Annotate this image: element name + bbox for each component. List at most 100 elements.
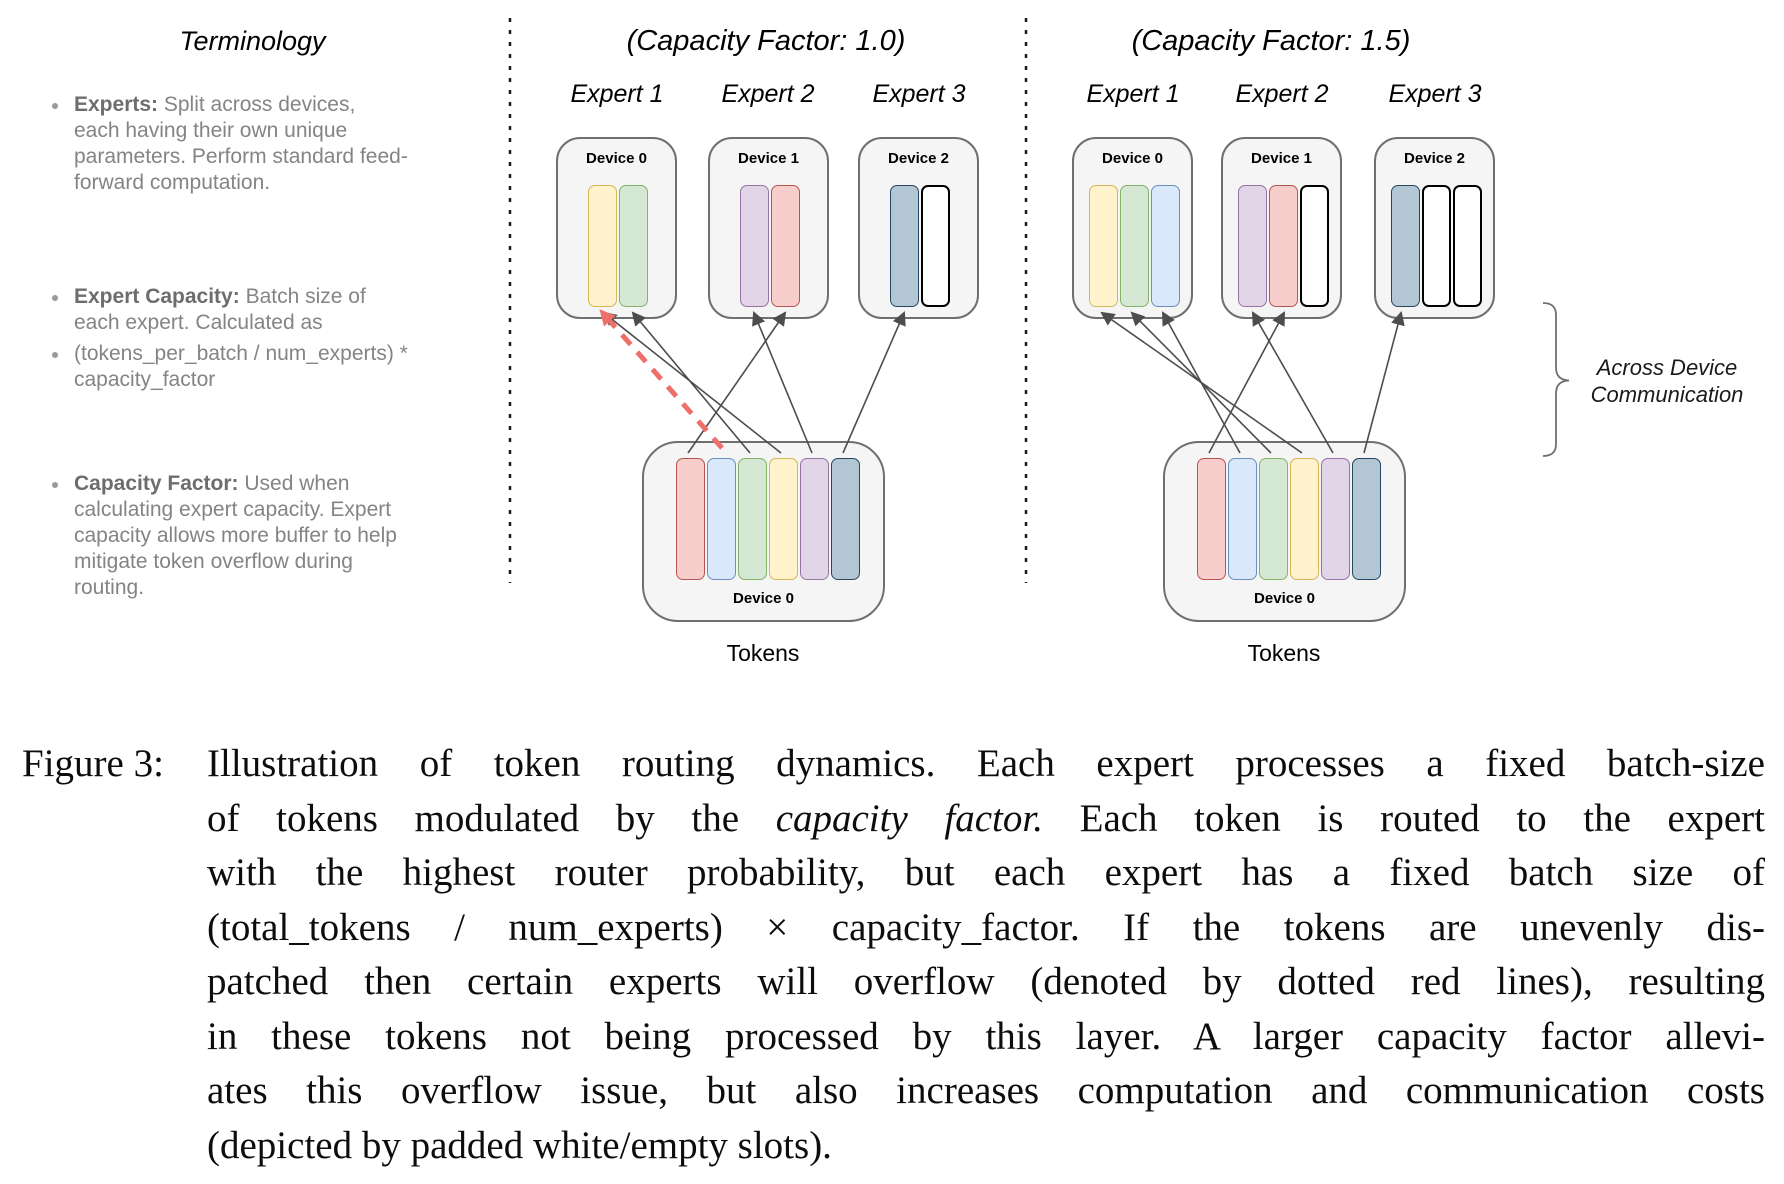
cf10-expert1-label: Expert 1	[570, 80, 664, 108]
cf10-expert3-device-box: Device 2	[858, 137, 979, 319]
bullet-text: forward computation.	[74, 171, 271, 194]
device-label: Device 0	[586, 150, 647, 167]
terminology-bullet-formula: (tokens_per_batch / num_experts) * capac…	[52, 341, 452, 393]
bullet-text: (tokens_per_batch / num_experts) *	[74, 342, 408, 365]
token-red	[676, 458, 705, 580]
annotation-line: Communication	[1590, 382, 1744, 407]
caption-italic: capacity factor.	[775, 796, 1043, 840]
device-label: Device 0	[733, 590, 794, 607]
device-label: Device 2	[1404, 150, 1465, 167]
device-label: Device 2	[888, 150, 949, 167]
bullet-dot	[52, 295, 58, 301]
slot-red	[771, 185, 800, 307]
caption-line: (depicted by padded white/empty slots).	[207, 1123, 832, 1167]
token-slate	[1352, 458, 1381, 580]
cf15-route-purple-token-to-expert2	[1251, 311, 1334, 454]
cf10-expert2-device-box: Device 1	[708, 137, 829, 319]
bullet-label: Experts:	[74, 93, 159, 116]
caption-line: in these tokens not being processed by t…	[207, 1014, 1765, 1058]
cf10-route-purple-token-to-expert2	[752, 311, 813, 454]
cf15-expert1-label: Expert 1	[1086, 80, 1180, 108]
token-blue	[1228, 458, 1257, 580]
device-label: Device 0	[1102, 150, 1163, 167]
slot-blue	[1151, 185, 1180, 307]
cf15-token-box: Device 0	[1163, 441, 1406, 622]
bullet-text: parameters. Perform standard feed-	[74, 145, 408, 168]
terminology-bullet-capacity-factor: Capacity Factor: Used when calculating e…	[52, 471, 452, 601]
bullet-dot	[52, 352, 58, 358]
token-green	[1259, 458, 1288, 580]
token-yellow	[769, 458, 798, 580]
slot-green	[619, 185, 648, 307]
bullet-text: Batch size of	[239, 285, 366, 308]
token-purple	[800, 458, 829, 580]
bullet-text: capacity_factor	[74, 368, 216, 391]
cf15-expert1-device-box: Device 0	[1072, 137, 1193, 319]
bullet-text: capacity allows more buffer to help	[74, 524, 397, 547]
cf10-expert3-label: Expert 3	[872, 80, 966, 108]
slot-green	[1120, 185, 1149, 307]
cf10-route-red-token-to-expert2	[687, 311, 787, 454]
cf15-expert2-label: Expert 2	[1235, 80, 1329, 108]
bullet-text: each having their own unique	[74, 119, 348, 142]
slot-red	[1269, 185, 1298, 307]
bullet-text: Split across devices,	[158, 93, 356, 116]
slot-empty	[921, 185, 950, 307]
caption-text: of tokens modulated by the	[207, 796, 776, 840]
cf10-expert1-device-box: Device 0	[556, 137, 677, 319]
cf15-route-yellow-token-to-expert1	[1100, 311, 1303, 454]
slot-yellow	[1089, 185, 1118, 307]
cf10-panel-title: (Capacity Factor: 1.0)	[626, 25, 906, 57]
cf10-token-box: Device 0	[642, 441, 885, 622]
cf15-route-green-token-to-expert1	[1130, 311, 1272, 454]
cf15-route-blue-token-to-expert1	[1161, 311, 1241, 454]
across-device-communication-label: Across Device Communication	[1578, 354, 1756, 408]
cf15-route-slate-token-to-expert3	[1363, 310, 1405, 454]
caption-line: (total_tokens / num_experts) × capacity_…	[207, 905, 1765, 949]
cf10-route-slate-token-to-expert3	[842, 311, 906, 454]
slot-empty	[1453, 185, 1482, 307]
token-red	[1197, 458, 1226, 580]
figure-caption-body: Illustration of token routing dynamics. …	[207, 737, 1765, 1173]
terminology-bullet-expert-capacity: Expert Capacity: Batch size of each expe…	[52, 284, 452, 336]
device-label: Device 0	[1254, 590, 1315, 607]
cf10-tokens-label: Tokens	[726, 640, 800, 666]
slot-purple	[1238, 185, 1267, 307]
cf10-overflow-arrow-blue-token	[599, 309, 724, 450]
token-purple	[1321, 458, 1350, 580]
bullet-text: calculating expert capacity. Expert	[74, 498, 392, 521]
slot-slate	[890, 185, 919, 307]
caption-line: of tokens modulated by the capacity fact…	[207, 792, 1765, 847]
terminology-title: Terminology	[179, 26, 326, 56]
terminology-bullet-experts: Experts: Split across devices, each havi…	[52, 92, 452, 196]
across-device-brace	[1542, 302, 1570, 457]
slot-slate	[1391, 185, 1420, 307]
annotation-line: Across Device	[1596, 355, 1738, 380]
caption-text: Each token is routed to the expert	[1043, 796, 1765, 840]
token-yellow	[1290, 458, 1319, 580]
bullet-dot	[52, 482, 58, 488]
bullet-text: each expert. Calculated as	[74, 311, 323, 334]
slot-yellow	[588, 185, 617, 307]
cf15-panel-title: (Capacity Factor: 1.5)	[1131, 25, 1411, 57]
cf10-route-green-token-to-expert1	[631, 311, 751, 454]
cf10-route-yellow-token-to-expert1	[602, 311, 782, 454]
bullet-dot	[52, 103, 58, 109]
bullet-text: routing.	[74, 576, 145, 599]
caption-line: patched then certain experts will overfl…	[207, 960, 1765, 1003]
device-label: Device 1	[1251, 150, 1312, 167]
bullet-label: Capacity Factor:	[74, 472, 239, 495]
figure-caption-label: Figure 3:	[22, 742, 164, 785]
token-blue	[707, 458, 736, 580]
caption-line: ates this overflow issue, but also incre…	[207, 1069, 1765, 1112]
slot-purple	[740, 185, 769, 307]
bullet-text: Used when	[238, 472, 350, 495]
device-label: Device 1	[738, 150, 799, 167]
caption-line: Illustration of token routing dynamics. …	[207, 742, 1765, 785]
cf15-route-red-token-to-expert2	[1208, 311, 1285, 454]
bullet-label: Expert Capacity:	[74, 285, 240, 308]
slot-empty	[1300, 185, 1329, 307]
cf15-expert3-device-box: Device 2	[1374, 137, 1495, 319]
cf15-tokens-label: Tokens	[1247, 640, 1321, 666]
token-slate	[831, 458, 860, 580]
